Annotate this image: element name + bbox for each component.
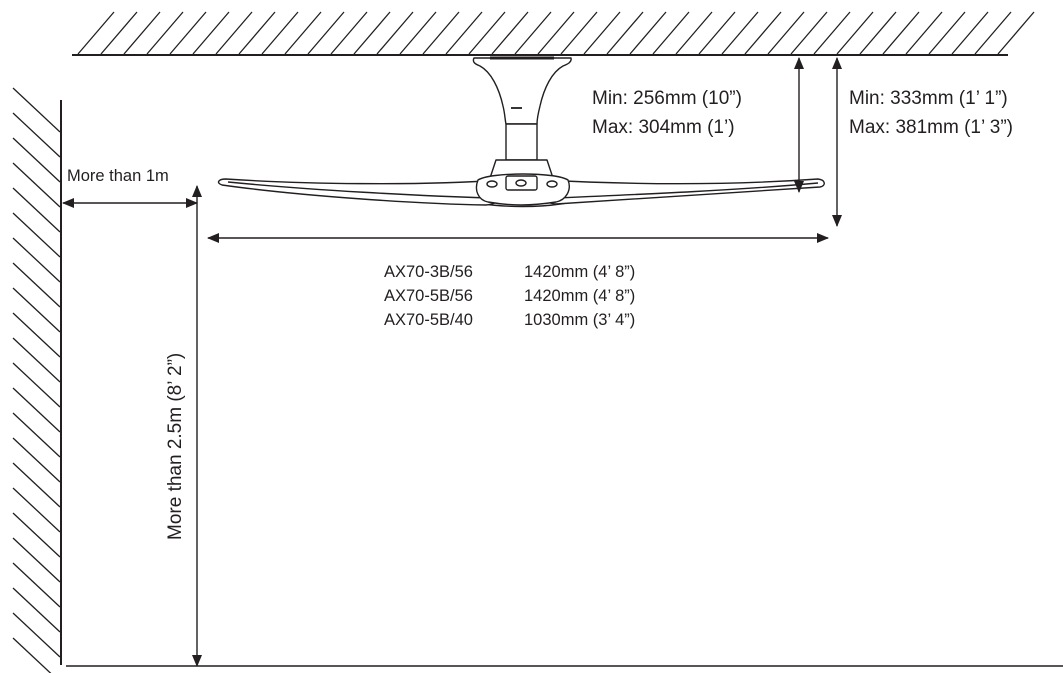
wall-hatch-mark [12,112,61,158]
wall-hatch-mark [12,537,61,583]
ceiling-hatch-mark [100,11,138,55]
ceiling-hatch-mark [606,11,644,55]
ceiling-hatch-mark [882,11,920,55]
ceiling-hatch-mark [997,11,1035,55]
wall-hatch-mark [12,137,61,183]
wall-hatch-mark [12,612,61,658]
wall-hatch-mark [12,262,61,308]
ceiling-hatch-mark [790,11,828,55]
model-name: AX70-5B/40 [384,311,473,329]
ceiling-hatch-mark [169,11,207,55]
wall-hatch-mark [12,587,61,633]
ceiling-hatch-mark [238,11,276,55]
long-drop-min-label: Min: 333mm (1’ 1”) [849,88,1008,109]
ceiling-hatch-mark [767,11,805,55]
long-drop-max-label: Max: 381mm (1’ 3”) [849,117,1013,138]
hub-bolt-center [515,179,527,187]
hub-bolt-right [546,180,558,188]
ceiling-hatch-mark [951,11,989,55]
ceiling-hatch-mark [836,11,874,55]
ceiling-fan [217,56,825,208]
ceiling [72,11,1035,56]
ceiling-hatch-mark [859,11,897,55]
model-size: 1030mm (3’ 4”) [524,311,635,329]
wall-hatch-mark [12,212,61,258]
short-drop-min-label: Min: 256mm (10”) [592,88,742,109]
ceiling-hatch-mark [330,11,368,55]
ceiling-hatch-mark [422,11,460,55]
model-size: 1420mm (4’ 8”) [524,263,635,281]
ceiling-hatch-mark [583,11,621,55]
ceiling-hatch-mark [744,11,782,55]
short-drop-max-label: Max: 304mm (1’) [592,117,735,138]
wall-hatch-mark [12,562,61,608]
ceiling-hatch-mark [560,11,598,55]
wall-hatch-mark [12,437,61,483]
ceiling-hatch-mark [445,11,483,55]
wall-hatch-mark [12,312,61,358]
wall-hatch-mark [12,337,61,383]
fan-downrod [505,123,538,161]
wall-hatch-mark [12,512,61,558]
ceiling-hatch-mark [928,11,966,55]
model-size: 1420mm (4’ 8”) [524,287,635,305]
wall-hatch-mark [12,237,61,283]
ceiling-hatch-mark [675,11,713,55]
ceiling-hatch-mark [905,11,943,55]
dimension-arrows [62,57,842,667]
fan-canopy [472,57,572,125]
ceiling-hatch-mark [77,11,115,55]
fan-blade-left-edge [227,181,491,199]
ceiling-hatch-mark [698,11,736,55]
hub-bolt-left [486,180,498,188]
wall-hatch-mark [12,412,61,458]
ceiling-hatch-mark [376,11,414,55]
wall-hatch-mark [12,362,61,408]
ceiling-hatch-mark [261,11,299,55]
ceiling-hatch [77,11,1035,55]
wall-hatch-mark [12,387,61,433]
floor-clearance-label: More than 2.5m (8’ 2”) [165,353,186,540]
ceiling-hatch-mark [813,11,851,55]
ceiling-hatch-mark [629,11,667,55]
model-name: AX70-5B/56 [384,287,473,305]
wall-hatch [12,87,61,673]
ceiling-hatch-mark [721,11,759,55]
wall-hatch-mark [12,287,61,333]
wall-hatch-mark [12,187,61,233]
ceiling-hatch-mark [974,11,1012,55]
wall-hatch-mark [12,637,52,673]
wall-clearance-label: More than 1m [67,167,169,185]
wall-hatch-mark [12,162,61,208]
wall-hatch-mark [12,487,61,533]
wall-hatch-mark [12,87,61,133]
ceiling-hatch-mark [353,11,391,55]
ceiling-hatch-mark [652,11,690,55]
ceiling-hatch-mark [537,11,575,55]
ceiling-hatch-mark [468,11,506,55]
ceiling-hatch-mark [307,11,345,55]
ceiling-hatch-mark [215,11,253,55]
wall [12,87,62,673]
ceiling-hatch-mark [192,11,230,55]
model-size-table: AX70-3B/56 1420mm (4’ 8”) AX70-5B/56 142… [384,263,635,329]
fan-blade-right-edge [555,182,819,199]
ceiling-hatch-mark [491,11,529,55]
wall-hatch-mark [12,462,61,508]
ceiling-hatch-mark [514,11,552,55]
ceiling-hatch-mark [284,11,322,55]
ceiling-hatch-mark [146,11,184,55]
ceiling-hatch-mark [399,11,437,55]
model-name: AX70-3B/56 [384,263,473,281]
ceiling-hatch-mark [123,11,161,55]
